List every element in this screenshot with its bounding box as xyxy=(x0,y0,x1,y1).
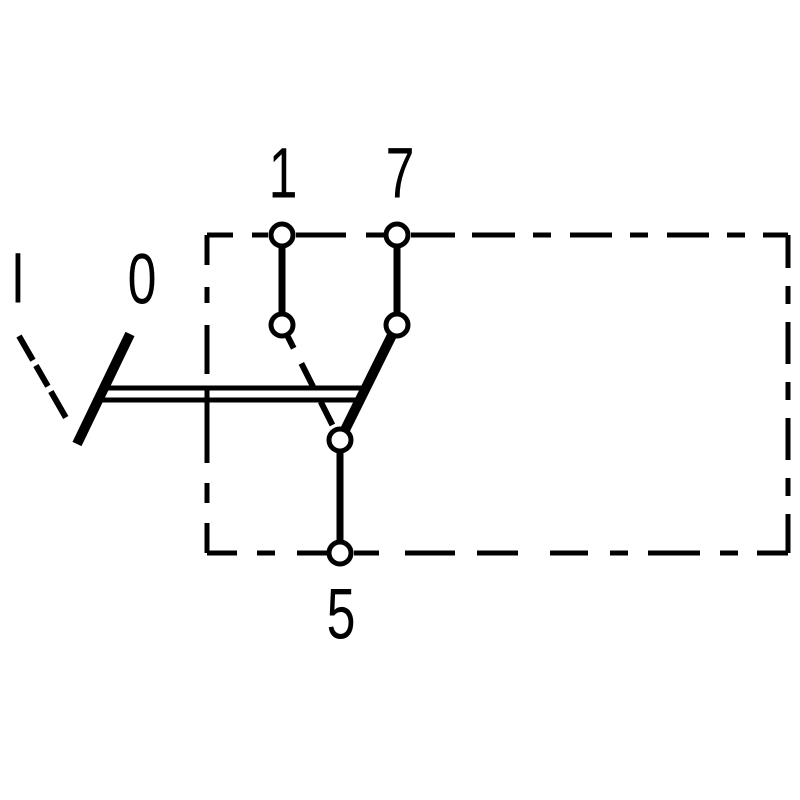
open-contact-arm-dashed xyxy=(279,323,343,442)
housing-outline xyxy=(204,232,791,556)
linkage-bar xyxy=(97,385,368,403)
terminal-7-label: 7 xyxy=(385,134,415,214)
closed-contact-arm xyxy=(336,322,402,441)
contacts-and-wires xyxy=(278,235,402,553)
terminal-1-label: 1 xyxy=(268,134,298,214)
contact-circles xyxy=(268,221,411,567)
lever-position-on-dashed xyxy=(16,334,80,439)
contact-1-circle xyxy=(268,311,296,339)
contact-7-circle xyxy=(383,311,411,339)
position-off-label: 0 xyxy=(127,240,157,320)
terminal-5-label: 5 xyxy=(326,575,356,655)
terminal-7-circle xyxy=(383,221,411,249)
pivot-contact-circle xyxy=(326,426,354,454)
position-on-label: I xyxy=(10,239,26,319)
terminal-5-circle xyxy=(326,539,354,567)
terminal-1-circle xyxy=(268,221,296,249)
